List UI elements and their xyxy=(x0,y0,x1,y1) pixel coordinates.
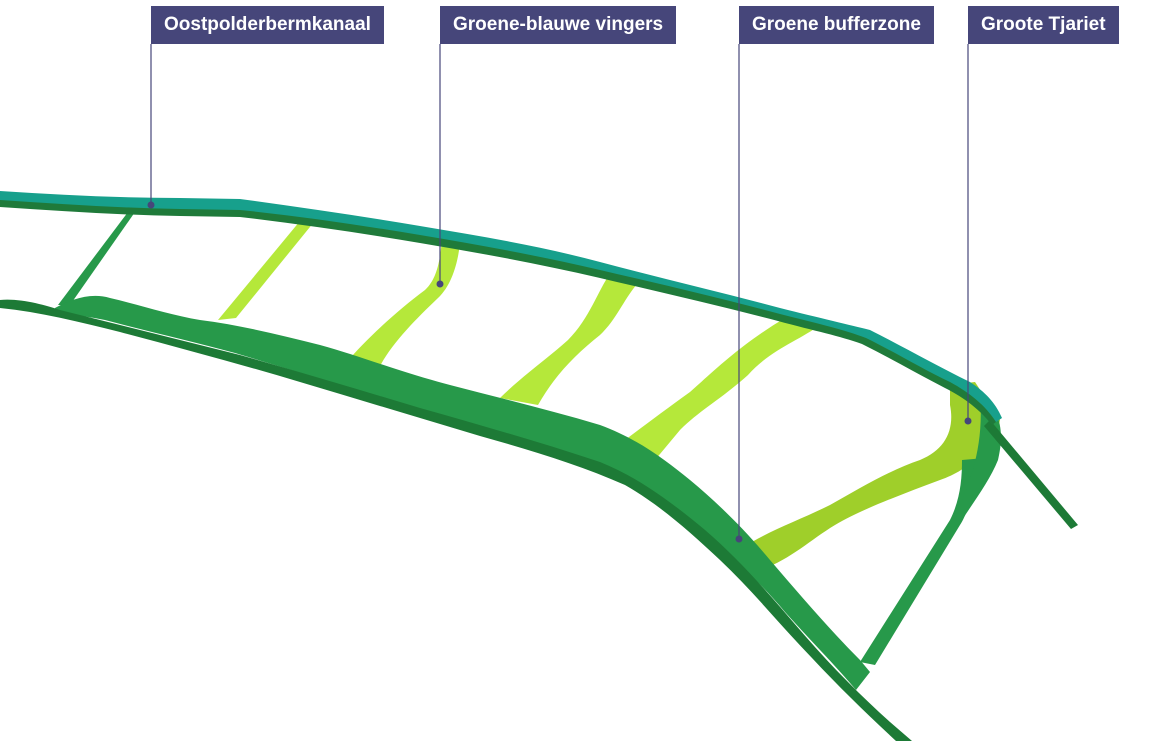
green-blue-finger-1 xyxy=(218,221,314,320)
green-blue-finger-4 xyxy=(625,318,820,460)
oostpolderbermkanaal-band xyxy=(0,191,1002,422)
green-blue-finger-2 xyxy=(346,240,460,370)
leader-dot-oostpolderbermkanaal xyxy=(147,201,155,209)
label-oostpolderbermkanaal: Oostpolderbermkanaal xyxy=(151,6,384,44)
buffer-connector-right xyxy=(860,458,985,665)
label-groene-blauwe-vingers: Groene-blauwe vingers xyxy=(440,6,677,44)
groote-tjariet-area xyxy=(742,382,1000,570)
leader-dot-groene-blauwe-vingers xyxy=(436,280,444,288)
leader-dot-groene-bufferzone xyxy=(735,535,743,543)
buffer-connector-left xyxy=(58,212,135,305)
buffer-outer-line xyxy=(984,420,1078,529)
green-blue-finger-3 xyxy=(500,274,640,405)
leader-dot-groote-tjariet xyxy=(964,417,972,425)
label-groene-bufferzone: Groene bufferzone xyxy=(739,6,934,44)
leader-lines xyxy=(147,44,972,543)
label-groote-tjariet: Groote Tjariet xyxy=(968,6,1119,44)
buffer-lower-edge xyxy=(0,299,912,741)
